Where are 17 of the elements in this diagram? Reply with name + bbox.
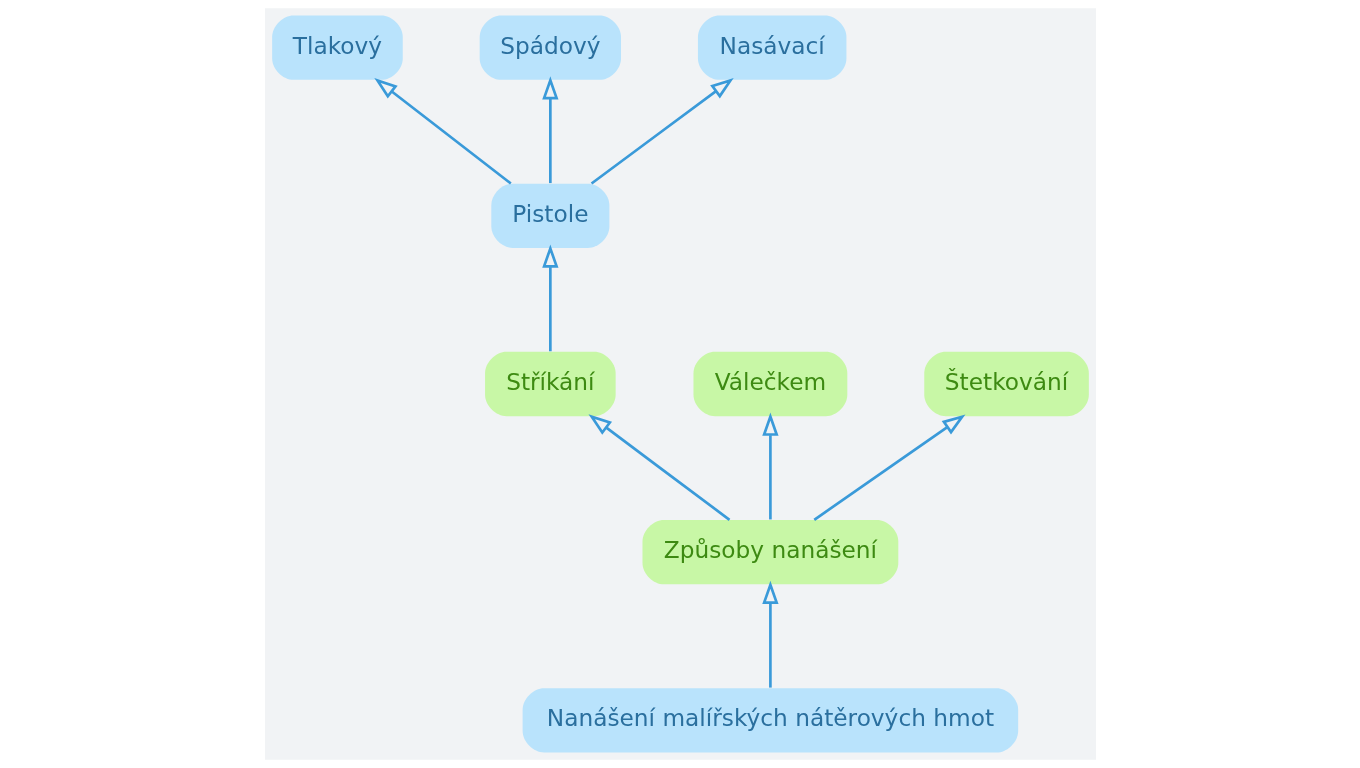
node-box: Štetkování bbox=[923, 351, 1089, 417]
arrow bbox=[541, 244, 558, 352]
arrow bbox=[761, 580, 779, 688]
arrow bbox=[813, 414, 965, 521]
node-box: Způsoby nanášení bbox=[642, 519, 898, 585]
arrow bbox=[373, 77, 512, 185]
arrow bbox=[761, 412, 779, 520]
arrow bbox=[588, 414, 730, 521]
node-box: Tlakový bbox=[271, 15, 403, 80]
node-box: Válečkem bbox=[692, 351, 847, 417]
node-box: Nasávací bbox=[697, 15, 846, 80]
node-box: Nanášení malířských nátěrových hmot bbox=[522, 688, 1018, 753]
node-box: Spádový bbox=[479, 15, 621, 80]
arrow bbox=[541, 76, 558, 184]
arrow bbox=[590, 78, 734, 185]
node-box: Pistole bbox=[490, 183, 609, 249]
node-box: Stříkání bbox=[484, 351, 616, 417]
